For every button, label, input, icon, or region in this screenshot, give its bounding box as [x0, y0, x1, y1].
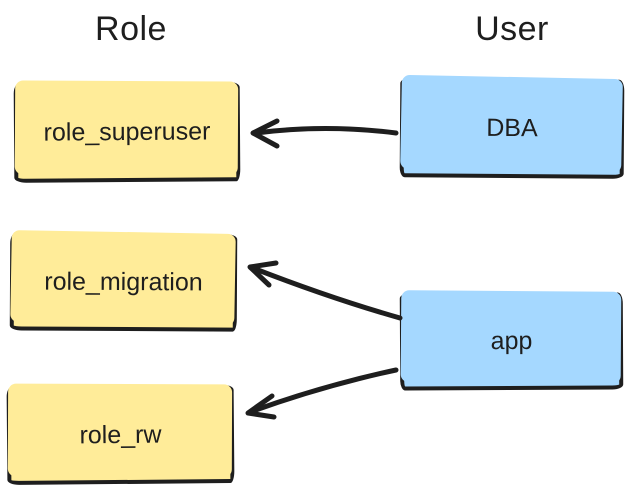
node-role-superuser-label: role_superuser [43, 117, 211, 147]
node-role-migration-label: role_migration [44, 267, 203, 297]
arrow-dba-to-role-superuser [250, 118, 399, 149]
arrow-app-to-role-migration [247, 260, 403, 321]
node-user-app-label: app [490, 326, 533, 356]
role-column-title: Role [95, 10, 167, 48]
node-role-rw-label: role_rw [79, 420, 162, 449]
node-user-dba: DBA [399, 78, 625, 179]
node-role-rw: role_rw [6, 385, 235, 485]
arrow-app-to-role-rw [245, 367, 399, 420]
node-user-app: app [399, 292, 624, 391]
node-user-dba-label: DBA [486, 113, 538, 143]
node-role-migration: role_migration [9, 233, 238, 332]
node-role-superuser: role_superuser [13, 82, 241, 183]
user-column-title: User [475, 10, 549, 48]
